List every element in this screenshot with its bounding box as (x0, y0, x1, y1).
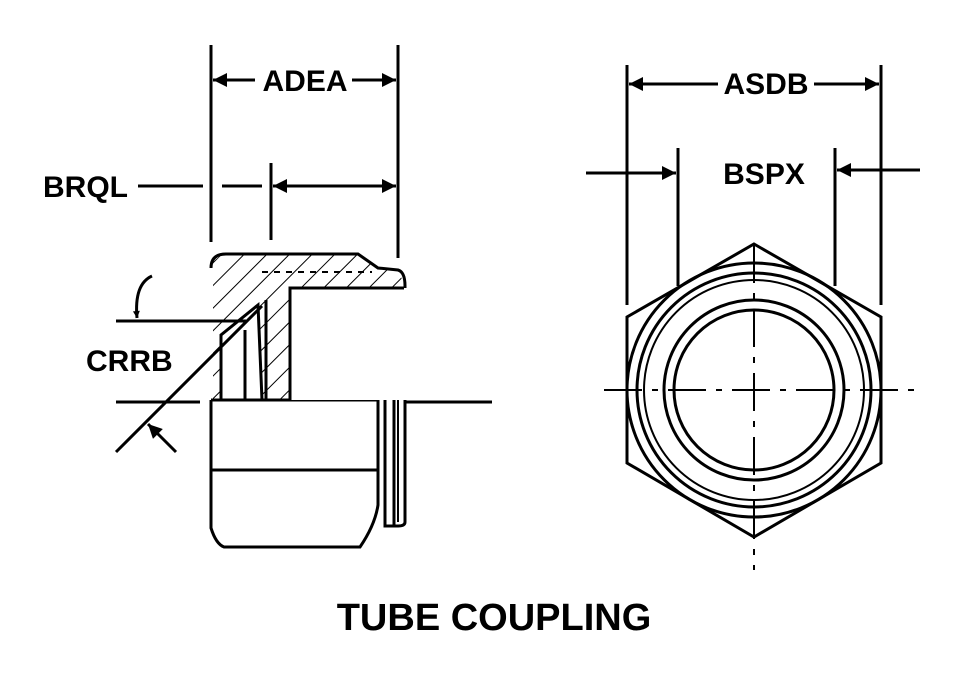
crrb-angle-line (114, 304, 264, 454)
end-view: ASDB BSPX (586, 65, 920, 570)
crrb-arc-arrow-top (132, 274, 153, 319)
brql-label: BRQL (43, 171, 128, 204)
crrb-arrow-bottom (146, 422, 178, 454)
bore-taper (219, 301, 264, 402)
inner-cavity (290, 288, 410, 400)
adea-label: ADEA (262, 65, 347, 98)
inner-cavity-outline (288, 286, 404, 400)
hex-body-lower (209, 400, 380, 549)
coupling-body-outline (209, 252, 407, 528)
asdb-label: ASDB (723, 68, 808, 101)
bspx-label: BSPX (723, 158, 805, 191)
crrb-label: CRRB (86, 345, 173, 378)
drawing-title: TUBE COUPLING (337, 597, 652, 639)
side-view: ADEA BRQL CRRB (43, 45, 492, 549)
